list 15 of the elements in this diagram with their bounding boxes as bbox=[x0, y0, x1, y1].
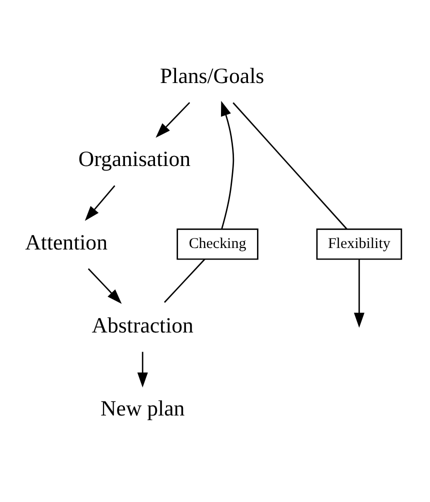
node-text: Organisation bbox=[78, 146, 190, 171]
node-box: Flexibility bbox=[316, 228, 402, 260]
arrow bbox=[354, 258, 364, 328]
arrow bbox=[88, 268, 122, 304]
node-box: Checking bbox=[176, 228, 258, 260]
node-text: Attention bbox=[25, 230, 108, 254]
node-text: New plan bbox=[100, 396, 185, 420]
arrow bbox=[156, 102, 190, 138]
arrow bbox=[84, 184, 116, 220]
connector bbox=[164, 258, 206, 302]
connector bbox=[232, 102, 348, 229]
node-text: Plans/Goals bbox=[160, 64, 264, 88]
node-text: Abstraction bbox=[92, 312, 194, 337]
arrow bbox=[137, 351, 148, 388]
arrow bbox=[220, 100, 234, 229]
